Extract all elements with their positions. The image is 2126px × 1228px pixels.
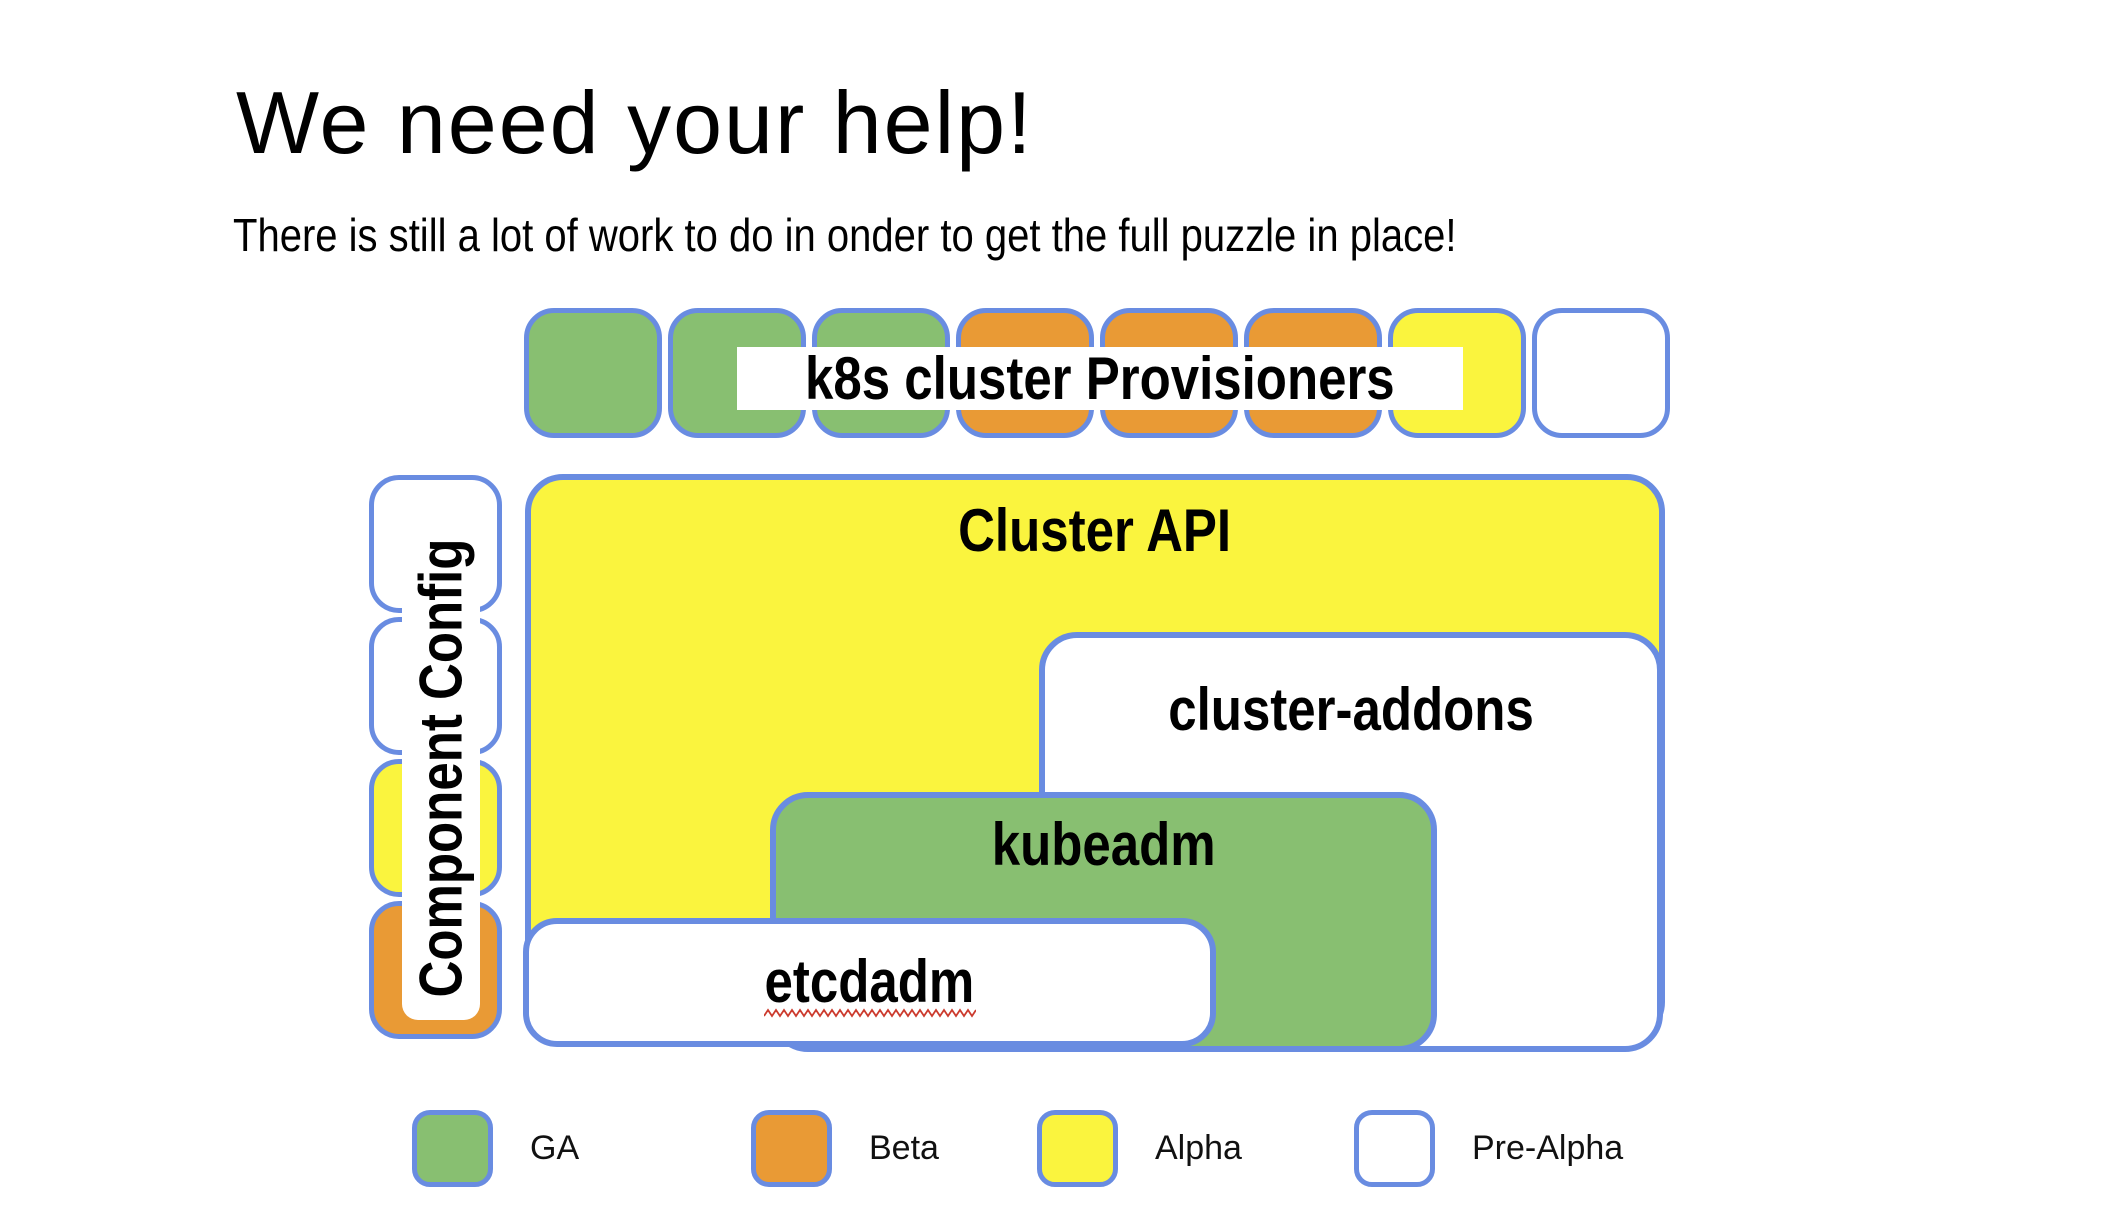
legend-item-pre-alpha: Pre-Alpha	[1354, 1110, 1623, 1187]
etcdadm-label: etcdadm	[764, 948, 975, 1015]
legend-label: Pre-Alpha	[1472, 1129, 1624, 1167]
legend-label: Alpha	[1155, 1129, 1242, 1167]
legend-item-beta: Beta	[751, 1110, 939, 1187]
spellcheck-squiggle-underline	[763, 1008, 976, 1018]
page-title-text: We need your help!	[236, 72, 1034, 172]
page-subtitle-text: There is still a lot of work to do in on…	[233, 209, 1457, 261]
legend-item-alpha: Alpha	[1037, 1110, 1242, 1187]
legend-chip-ga	[412, 1110, 493, 1187]
provisioners-label: k8s cluster Provisioners	[737, 347, 1463, 410]
legend-label: Beta	[869, 1129, 939, 1167]
provisioner-piece-prealpha	[1532, 308, 1670, 438]
component-config-label-text: Component Config	[407, 538, 475, 998]
kubeadm-label: kubeadm	[991, 811, 1216, 878]
legend-label: GA	[530, 1129, 580, 1167]
cluster-addons-label: cluster-addons	[1168, 676, 1534, 743]
legend-chip-beta	[751, 1110, 832, 1187]
cluster-api-label: Cluster API	[958, 497, 1232, 564]
page-subtitle: There is still a lot of work to do in on…	[233, 210, 1639, 261]
etcdadm-box: etcdadm	[523, 918, 1216, 1047]
legend-chip-alpha	[1037, 1110, 1118, 1187]
provisioner-piece-ga	[524, 308, 662, 438]
legend-chip-prealpha	[1354, 1110, 1435, 1187]
legend-item-ga: GA	[412, 1110, 579, 1187]
page-title: We need your help!	[236, 76, 1034, 169]
component-config-label: Component Config	[402, 516, 480, 1020]
provisioners-label-text: k8s cluster Provisioners	[805, 344, 1395, 412]
